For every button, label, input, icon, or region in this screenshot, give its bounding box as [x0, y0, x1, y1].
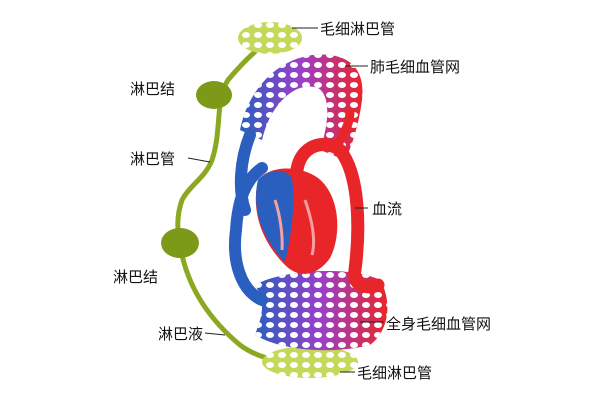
- label-blood-flow: 血流: [372, 200, 403, 218]
- label-lymph-vessel: 淋巴管: [130, 150, 176, 168]
- label-lymph-node-upper: 淋巴结: [130, 80, 176, 98]
- leader-lines: [187, 27, 384, 373]
- heart: [255, 168, 338, 274]
- label-lymph-capillary-top: 毛细淋巴管: [320, 20, 396, 38]
- lymph-node-upper: [196, 81, 232, 109]
- label-lymph-fluid: 淋巴液: [158, 325, 204, 343]
- pulmonary-capillary-network: [240, 54, 363, 160]
- label-pulmonary-capillary-network: 肺毛细血管网: [370, 58, 461, 76]
- artery-path: [289, 138, 385, 294]
- lymph-capillary-bottom: [262, 346, 358, 378]
- label-lymph-node-lower: 淋巴结: [113, 268, 159, 286]
- lymph-capillary-top: [238, 22, 302, 54]
- lymph-vessel-path: [175, 27, 321, 366]
- label-systemic-capillary-network: 全身毛细血管网: [386, 315, 492, 333]
- systemic-capillary-network: [255, 270, 388, 351]
- lymph-node-lower: [161, 228, 199, 258]
- vein-path: [229, 129, 268, 306]
- label-lymph-capillary-bottom: 毛细淋巴管: [357, 364, 433, 382]
